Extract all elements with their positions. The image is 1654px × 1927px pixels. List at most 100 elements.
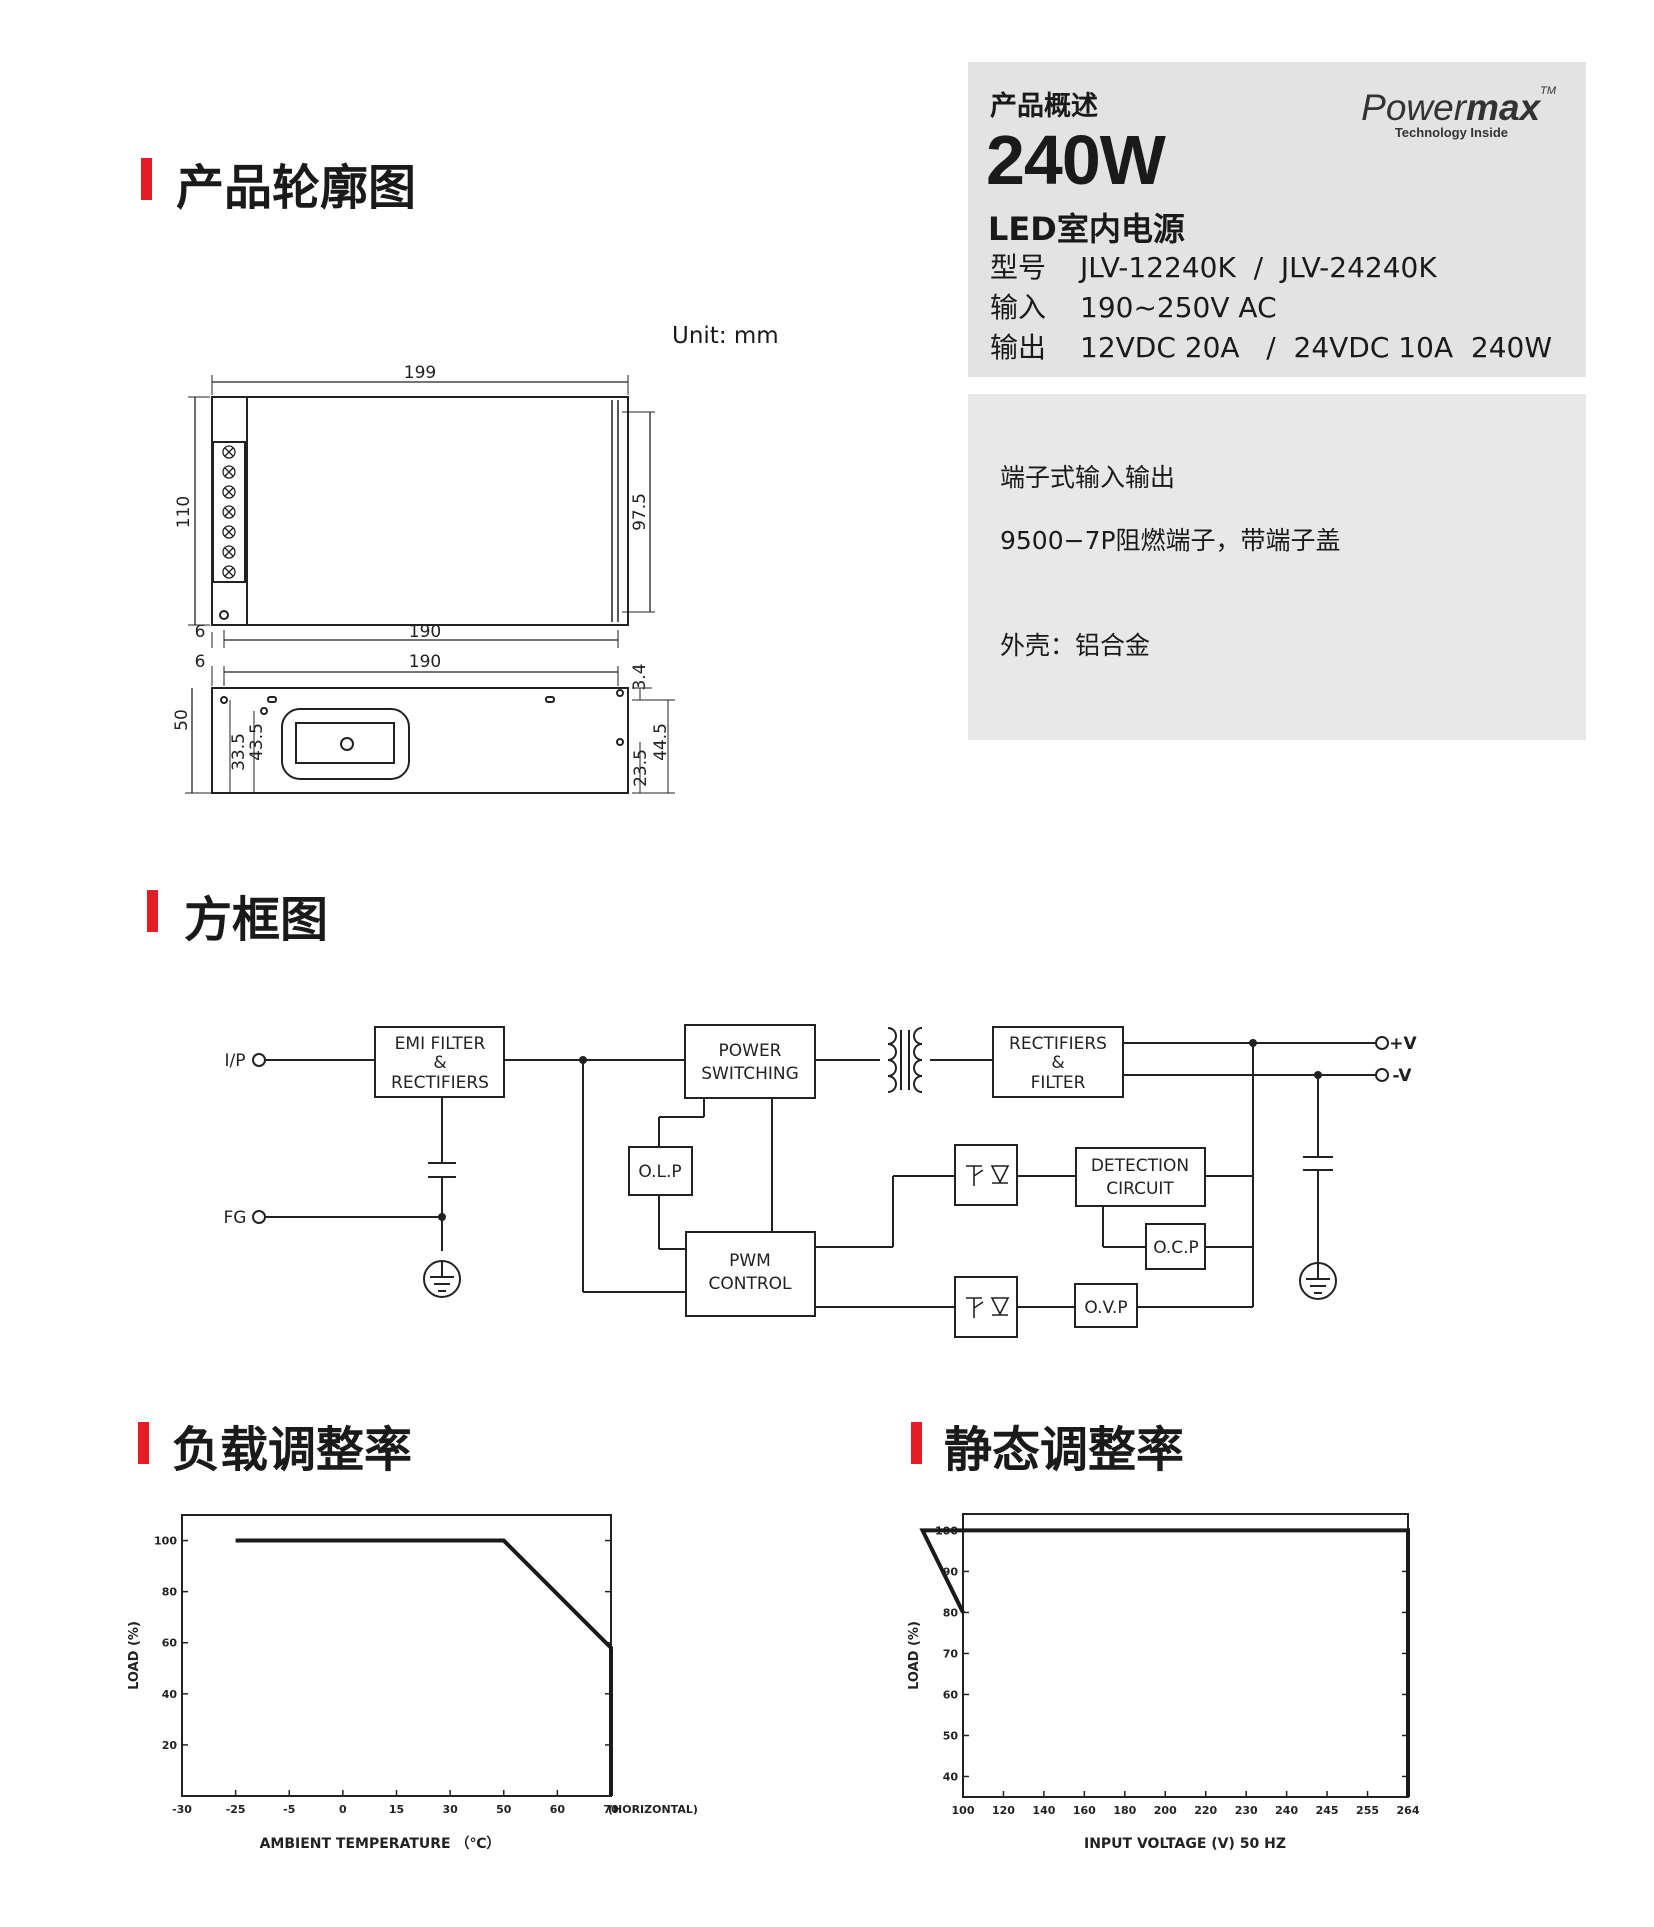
top-view-body — [211, 396, 629, 626]
dim-h2: 43.5 — [247, 723, 267, 761]
dim-r3: 44.5 — [651, 723, 671, 761]
label-fg: FG — [224, 1208, 247, 1228]
spec-value: JLV-12240K / JLV-24240K — [1080, 251, 1437, 284]
terminal-block — [212, 441, 246, 583]
x-tick-label: 180 — [1113, 1804, 1136, 1817]
dim-inner-height: 97.5 — [630, 493, 650, 531]
block-diagram: I/P FG +V -V EMI FILTER & RECTIFIERS POW… — [224, 1024, 1418, 1338]
ocp-label: O.C.P — [1153, 1238, 1199, 1258]
side-window — [281, 708, 410, 780]
power-line1: POWER — [719, 1041, 782, 1061]
brand-tagline: Technology Inside — [1394, 125, 1508, 140]
section-title-static: 静态调整率 — [944, 1422, 1185, 1478]
x-tick-label: 160 — [1073, 1804, 1096, 1817]
section-title-block: 方框图 — [184, 892, 329, 948]
transformer-primary — [887, 1027, 897, 1093]
y-axis-label: LOAD (%) — [907, 1621, 922, 1690]
feature-item: 9500−7P阻燃端子，带端子盖 — [1000, 526, 1341, 555]
outline-drawing: 199 110 97.5 6 190 6 190 50 33.5 43.5 3.… — [172, 363, 675, 794]
dim-side-length: 190 — [409, 652, 441, 672]
box-emi — [374, 1026, 505, 1098]
emi-line2: & — [433, 1053, 446, 1073]
x-extra-label: (HORIZONTAL) — [608, 1803, 698, 1816]
ground-icon — [423, 1260, 461, 1298]
x-tick-label: 60 — [550, 1803, 566, 1816]
emi-line3: RECTIFIERS — [391, 1073, 489, 1093]
x-axis-label: AMBIENT TEMPERATURE （℃） — [260, 1836, 501, 1852]
section-marker — [147, 890, 158, 932]
spec-row-output: 输出 12VDC 20A / 24VDC 10A 240W — [990, 326, 1552, 366]
box-pwm — [685, 1231, 816, 1317]
y-tick-label: 60 — [162, 1637, 178, 1650]
dim-side-left: 50 — [172, 709, 192, 731]
brand-light: Power — [1361, 87, 1467, 128]
spec-value: 12VDC 20A / 24VDC 10A 240W — [1080, 331, 1553, 364]
spec-key: 型号 — [990, 251, 1047, 284]
x-tick-label: 50 — [496, 1803, 512, 1816]
x-axis-label: INPUT VOLTAGE (V) 50 HZ — [1084, 1836, 1286, 1852]
olp-label: O.L.P — [638, 1162, 681, 1182]
ovp-label: O.V.P — [1084, 1298, 1127, 1318]
label-pos-v: +V — [1389, 1034, 1417, 1054]
section-marker — [911, 1422, 922, 1464]
x-tick-label: 230 — [1235, 1804, 1258, 1817]
plot-frame — [181, 1514, 612, 1797]
brand-tm: TM — [1540, 85, 1556, 97]
x-tick-label: 120 — [992, 1804, 1015, 1817]
box-opto1 — [954, 1144, 1018, 1206]
rect-line2: & — [1051, 1053, 1064, 1073]
box-ovp — [1074, 1283, 1138, 1328]
y-tick-label: 80 — [943, 1606, 959, 1619]
side-view-body — [211, 687, 629, 794]
det-line1: DETECTION — [1091, 1156, 1189, 1176]
x-tick-label: 245 — [1316, 1804, 1339, 1817]
section-title-outline: 产品轮廓图 — [176, 160, 417, 216]
section-marker — [141, 158, 152, 200]
dim-side-offset: 6 — [195, 652, 206, 672]
box-olp — [628, 1146, 693, 1196]
x-tick-label: 100 — [952, 1804, 975, 1817]
series-line — [919, 1528, 1410, 1797]
series-line — [235, 1538, 613, 1796]
y-tick-label: 50 — [943, 1729, 959, 1742]
brand-logo: PowermaxTM Technology Inside — [1361, 85, 1556, 140]
det-line2: CIRCUIT — [1106, 1179, 1174, 1199]
feature-item: 外壳：铝合金 — [1000, 631, 1151, 660]
x-tick-label: 140 — [1032, 1804, 1055, 1817]
x-tick-label: 240 — [1275, 1804, 1298, 1817]
pwm-line2: CONTROL — [708, 1274, 792, 1294]
spec-key: 输出 — [990, 331, 1047, 364]
features-card: 端子式输入输出 9500−7P阻燃端子，带端子盖 外壳：铝合金 — [968, 394, 1586, 740]
dim-bottom-offset: 6 — [195, 622, 206, 642]
transformer-secondary — [913, 1027, 923, 1093]
dim-h1: 33.5 — [229, 733, 249, 771]
x-tick-label: 220 — [1194, 1804, 1217, 1817]
box-power — [684, 1024, 816, 1099]
label-ip: I/P — [225, 1051, 246, 1071]
x-tick-label: 70 — [603, 1803, 619, 1816]
x-tick-label: 0 — [339, 1803, 347, 1816]
unit-label: Unit: mm — [672, 323, 779, 349]
spec-row-model: 型号 JLV-12240K / JLV-24240K — [990, 246, 1437, 286]
emi-line1: EMI FILTER — [395, 1034, 486, 1054]
y-tick-label: 100 — [154, 1535, 177, 1548]
overview-wattage: 240W — [986, 121, 1166, 199]
rect-line1: RECTIFIERS — [1009, 1034, 1107, 1054]
y-tick-label: 80 — [162, 1586, 178, 1599]
x-tick-label: -5 — [283, 1803, 295, 1816]
y-tick-label: 40 — [943, 1770, 959, 1783]
x-tick-label: -25 — [226, 1803, 246, 1816]
x-tick-label: 264 — [1397, 1804, 1420, 1817]
label-neg-v: -V — [1393, 1066, 1413, 1086]
dim-bottom-length: 190 — [409, 622, 441, 642]
x-tick-label: 30 — [442, 1803, 458, 1816]
box-opto2 — [954, 1276, 1018, 1338]
x-tick-label: -30 — [172, 1803, 192, 1816]
feature-item: 端子式输入输出 — [1000, 463, 1176, 492]
y-axis-label: LOAD (%) — [127, 1621, 142, 1690]
overview-product-name: LED室内电源 — [988, 210, 1185, 248]
section-title-derating: 负载调整率 — [172, 1422, 413, 1478]
section-marker — [138, 1422, 149, 1464]
